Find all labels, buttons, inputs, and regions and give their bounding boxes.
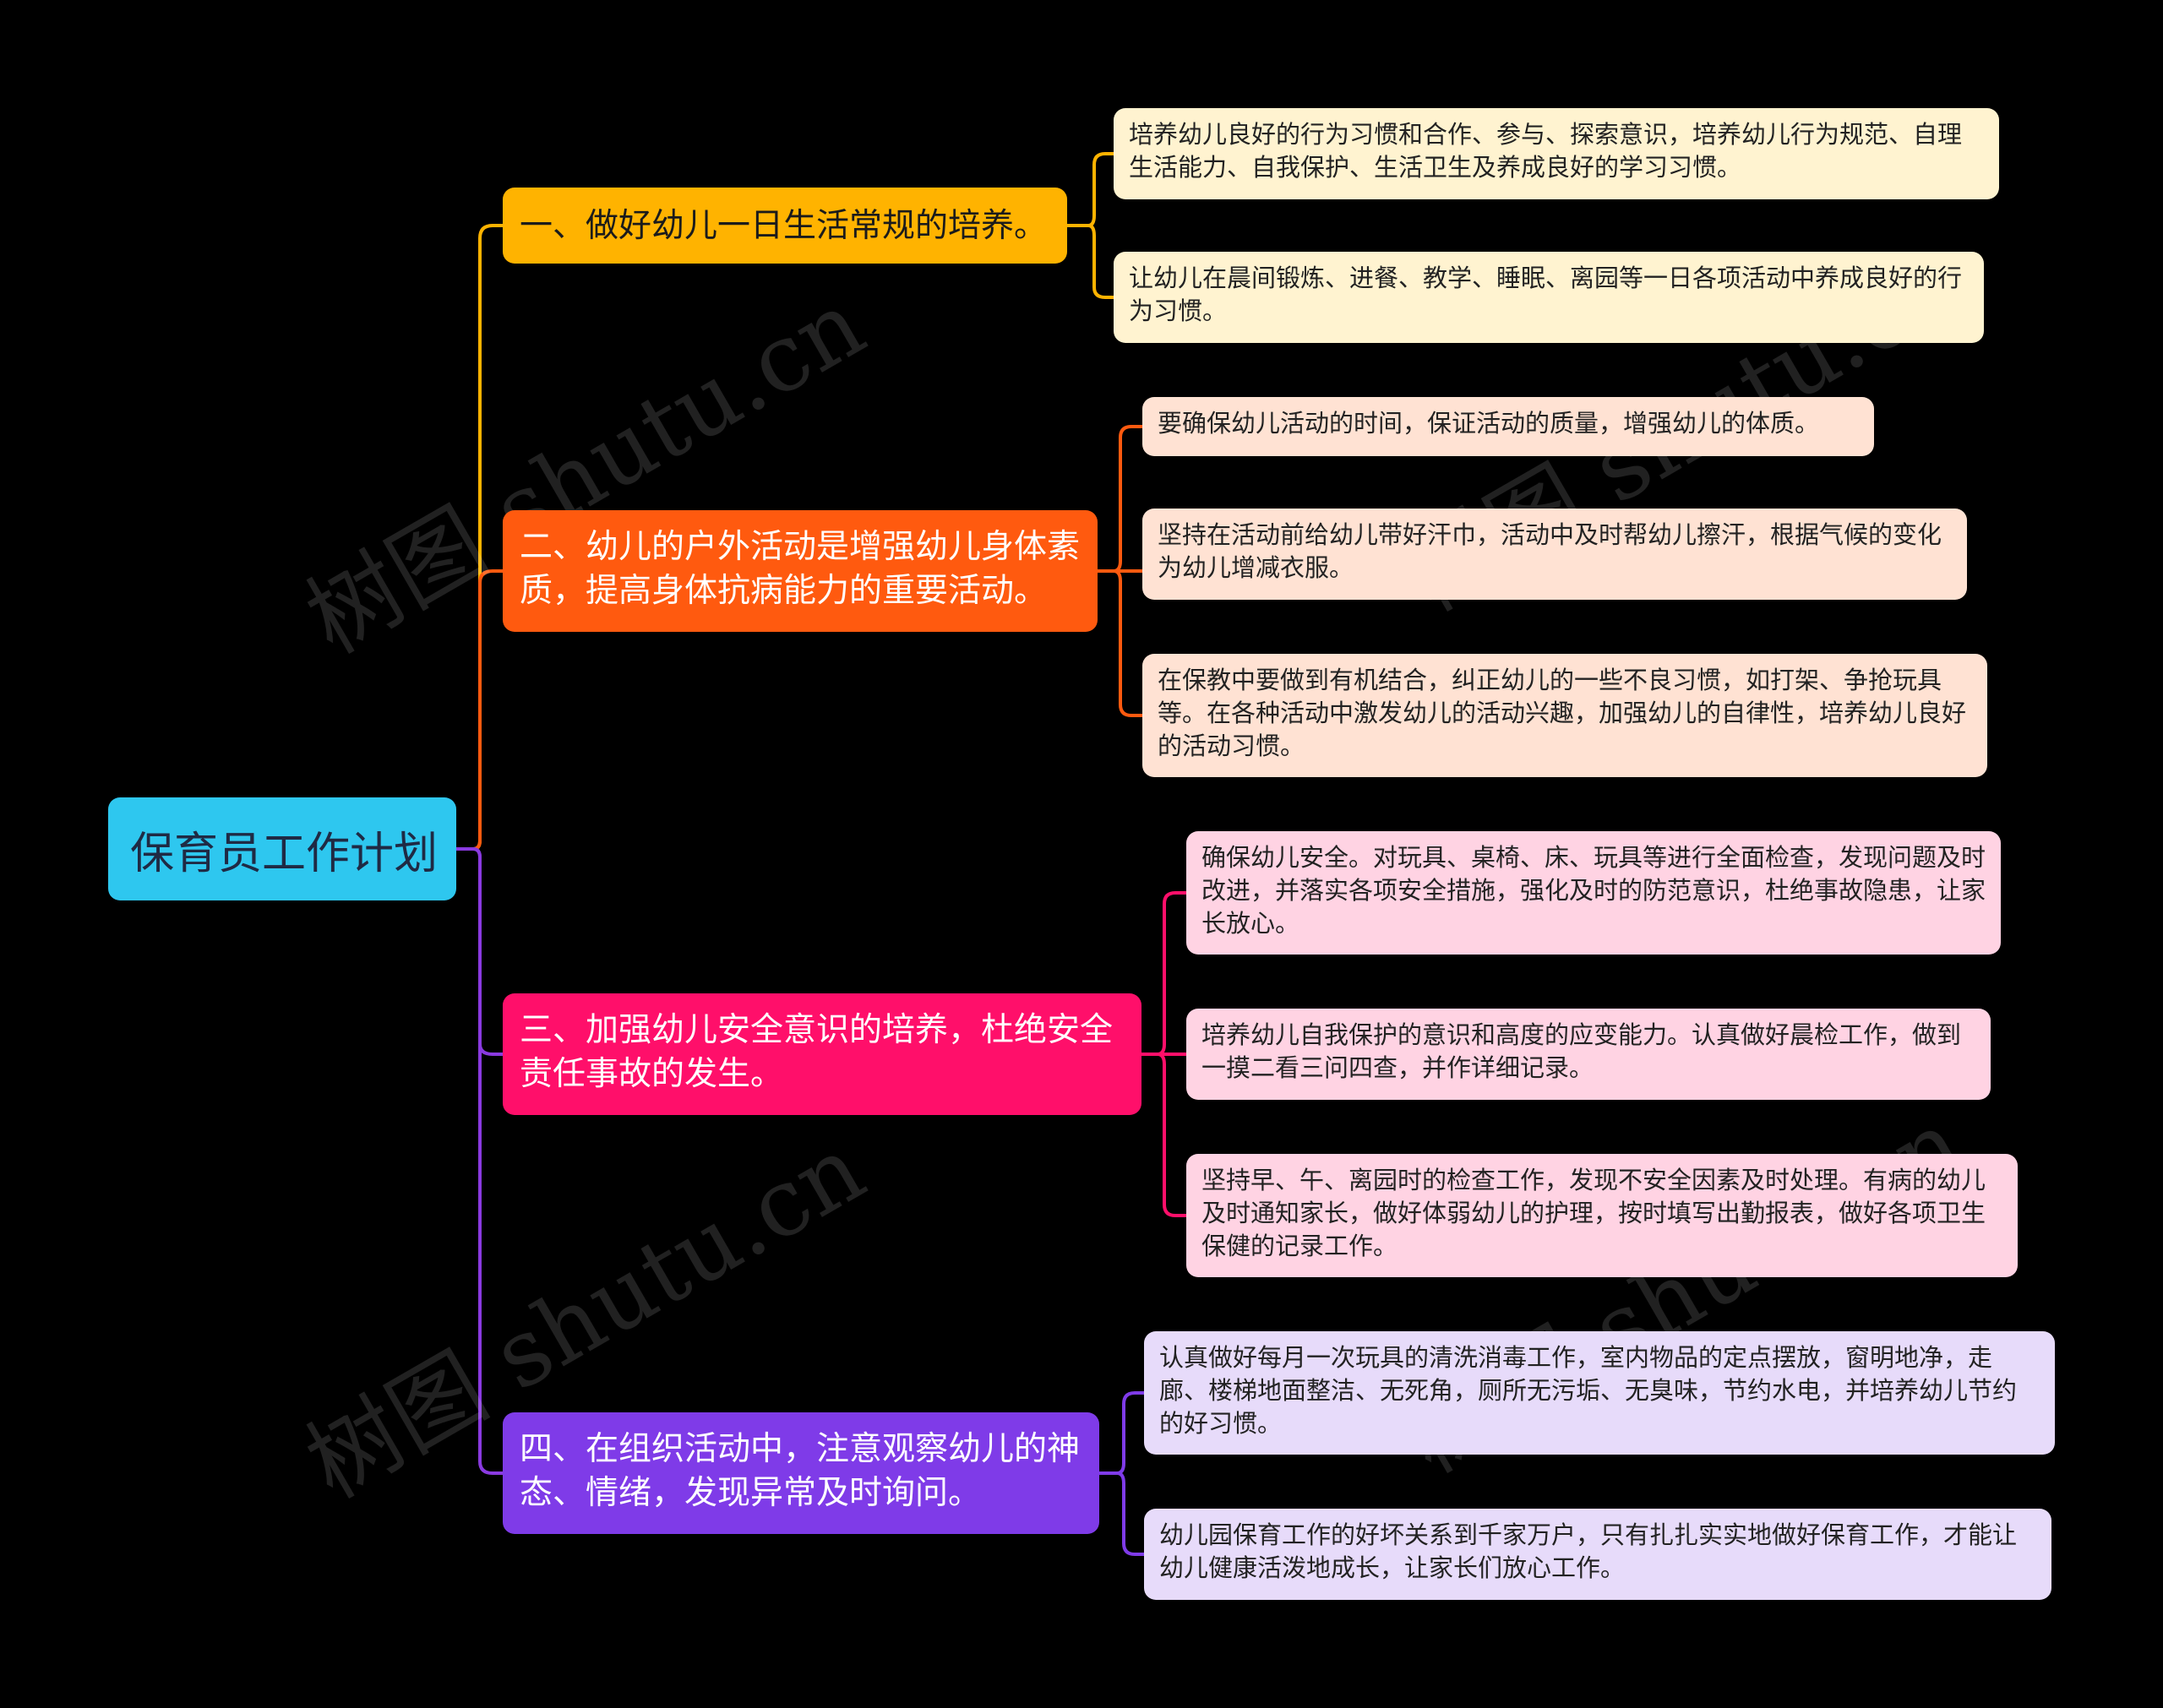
connector-root-b2 bbox=[456, 569, 503, 851]
leaf-node[interactable]: 让幼儿在晨间锻炼、进餐、教学、睡眠、离园等一日各项活动中养成良好的行为习惯。 bbox=[1114, 252, 1984, 343]
leaf-node[interactable]: 幼儿园保育工作的好坏关系到千家万户，只有扎扎实实地做好保育工作，才能让幼儿健康活… bbox=[1144, 1509, 2051, 1600]
leaf-node[interactable]: 培养幼儿自我保护的意识和高度的应变能力。认真做好晨检工作，做到一摸二看三问四查，… bbox=[1186, 1009, 1991, 1100]
leaf-node[interactable]: 认真做好每月一次玩具的清洗消毒工作，室内物品的定点摆放，窗明地净，走廊、楼梯地面… bbox=[1144, 1331, 2055, 1455]
connector-b3-l6 bbox=[1141, 891, 1186, 1056]
connector-b2-l5 bbox=[1098, 569, 1142, 717]
leaf-node[interactable]: 坚持在活动前给幼儿带好汗巾，活动中及时帮幼儿擦汗，根据气候的变化为幼儿增减衣服。 bbox=[1142, 509, 1967, 600]
branch-label: 四、在组织活动中，注意观察幼儿的神态、情绪，发现异常及时询问。 bbox=[520, 1430, 1081, 1512]
leaf-node[interactable]: 培养幼儿良好的行为习惯和合作、参与、探索意识，培养幼儿行为规范、自理生活能力、自… bbox=[1114, 108, 1999, 199]
branch-node-4[interactable]: 四、在组织活动中，注意观察幼儿的神态、情绪，发现异常及时询问。 bbox=[503, 1412, 1099, 1534]
connector-b4-l9 bbox=[1099, 1391, 1144, 1475]
leaf-node[interactable]: 确保幼儿安全。对玩具、桌椅、床、玩具等进行全面检查，发现问题及时改进，并落实各项… bbox=[1186, 831, 2001, 955]
branch-label: 三、加强幼儿安全意识的培养，杜绝安全责任事故的发生。 bbox=[520, 1011, 1114, 1093]
connector-b4-l10 bbox=[1099, 1471, 1144, 1556]
leaf-label: 坚持早、午、离园时的检查工作，发现不安全因素及时处理。有病的幼儿及时通知家长，做… bbox=[1201, 1166, 1986, 1260]
leaf-label: 幼儿园保育工作的好坏关系到千家万户，只有扎扎实实地做好保育工作，才能让幼儿健康活… bbox=[1159, 1520, 2018, 1582]
connector-root-b4 bbox=[456, 847, 503, 1475]
leaf-label: 认真做好每月一次玩具的清洗消毒工作，室内物品的定点摆放，窗明地净，走廊、楼梯地面… bbox=[1159, 1343, 2018, 1438]
leaf-label: 要确保幼儿活动的时间，保证活动的质量，增强幼儿的体质。 bbox=[1158, 409, 1820, 438]
leaf-node[interactable]: 要确保幼儿活动的时间，保证活动的质量，增强幼儿的体质。 bbox=[1142, 397, 1874, 456]
branch-node-2[interactable]: 二、幼儿的户外活动是增强幼儿身体素质，提高身体抗病能力的重要活动。 bbox=[503, 510, 1098, 632]
branch-node-1[interactable]: 一、做好幼儿一日生活常规的培养。 bbox=[503, 188, 1067, 264]
leaf-label: 培养幼儿自我保护的意识和高度的应变能力。认真做好晨检工作，做到一摸二看三问四查，… bbox=[1201, 1020, 1962, 1082]
root-node[interactable]: 保育员工作计划 bbox=[108, 797, 456, 900]
branch-node-3[interactable]: 三、加强幼儿安全意识的培养，杜绝安全责任事故的发生。 bbox=[503, 993, 1141, 1115]
branch-label: 二、幼儿的户外活动是增强幼儿身体素质，提高身体抗病能力的重要活动。 bbox=[520, 528, 1081, 610]
leaf-label: 在保教中要做到有机结合，纠正幼儿的一些不良习惯，如打架、争抢玩具等。在各种活动中… bbox=[1158, 666, 1967, 760]
connector-b1-l1 bbox=[1067, 152, 1114, 227]
leaf-label: 培养幼儿良好的行为习惯和合作、参与、探索意识，培养幼儿行为规范、自理生活能力、自… bbox=[1129, 120, 1963, 182]
connector-b1-l2 bbox=[1067, 224, 1114, 299]
leaf-label: 让幼儿在晨间锻炼、进餐、教学、睡眠、离园等一日各项活动中养成良好的行为习惯。 bbox=[1129, 264, 1963, 325]
leaf-node[interactable]: 坚持早、午、离园时的检查工作，发现不安全因素及时处理。有病的幼儿及时通知家长，做… bbox=[1186, 1154, 2018, 1277]
branch-label: 一、做好幼儿一日生活常规的培养。 bbox=[520, 207, 1048, 245]
leaf-label: 确保幼儿安全。对玩具、桌椅、床、玩具等进行全面检查，发现问题及时改进，并落实各项… bbox=[1201, 843, 1986, 938]
root-label: 保育员工作计划 bbox=[130, 828, 439, 879]
connector-b3-l8 bbox=[1141, 1053, 1186, 1217]
leaf-node[interactable]: 在保教中要做到有机结合，纠正幼儿的一些不良习惯，如打架、争抢玩具等。在各种活动中… bbox=[1142, 654, 1987, 777]
leaf-label: 坚持在活动前给幼儿带好汗巾，活动中及时帮幼儿擦汗，根据气候的变化为幼儿增减衣服。 bbox=[1158, 520, 1942, 582]
connector-b2-l3 bbox=[1098, 425, 1142, 573]
